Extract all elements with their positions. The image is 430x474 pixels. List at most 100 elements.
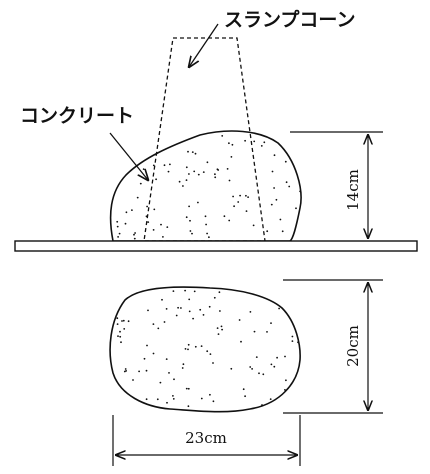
- aggregate-dot: [221, 328, 224, 331]
- aggregate-dot: [146, 205, 149, 208]
- aggregate-dot: [180, 307, 182, 309]
- aggregate-dot: [249, 311, 252, 313]
- aggregate-dot: [247, 196, 250, 199]
- concrete-pile-plan-view: [109, 286, 301, 413]
- aggregate-dot: [125, 370, 127, 372]
- aggregate-dot: [116, 225, 119, 228]
- aggregate-dot: [231, 143, 234, 146]
- aggregate-dot: [299, 190, 301, 193]
- aggregate-dot: [124, 368, 127, 370]
- aggregate-dot: [185, 216, 188, 219]
- aggregate-dot: [191, 151, 194, 154]
- aggregate-dot: [184, 289, 187, 292]
- aggregate-dot: [202, 314, 205, 316]
- aggregate-dot: [189, 230, 192, 232]
- aggregate-dot: [273, 187, 275, 189]
- aggregate-dot: [120, 341, 122, 344]
- aggregate-dot: [116, 220, 119, 223]
- aggregate-dot: [230, 367, 233, 370]
- height-label: 14cm: [344, 169, 362, 211]
- aggregate-dot: [155, 178, 158, 181]
- aggregate-dot: [124, 222, 127, 225]
- depth-label: 20cm: [344, 325, 362, 367]
- aggregate-dot: [127, 320, 130, 323]
- aggregate-dot: [244, 395, 247, 398]
- aggregate-dot: [133, 237, 136, 240]
- aggregate-dot: [153, 208, 156, 211]
- aggregate-dot: [245, 194, 247, 197]
- cone-leader-arrow: [189, 23, 219, 67]
- aggregate-dot: [261, 404, 263, 406]
- aggregate-dot: [262, 373, 265, 376]
- aggregate-dot: [172, 290, 175, 292]
- aggregate-dot: [213, 296, 216, 299]
- aggregate-dot: [291, 340, 294, 342]
- aggregate-dot: [219, 310, 221, 312]
- aggregate-dot: [297, 341, 299, 344]
- aggregate-dot: [221, 135, 224, 137]
- concrete-label: コンクリート: [20, 105, 134, 127]
- aggregate-dot: [161, 298, 163, 301]
- aggregate-dot: [178, 180, 181, 183]
- aggregate-dot: [147, 221, 150, 224]
- aggregate-dot: [226, 168, 229, 170]
- aggregate-dot: [167, 170, 170, 173]
- aggregate-dot: [252, 224, 255, 227]
- aggregate-dot: [263, 141, 266, 144]
- aggregate-dot: [285, 181, 288, 184]
- aggregate-dot: [117, 335, 119, 337]
- aggregate-dot: [168, 372, 170, 374]
- aggregate-dot: [291, 335, 294, 338]
- aggregate-dot: [152, 352, 155, 355]
- aggregate-dot: [270, 363, 273, 366]
- aggregate-dot: [212, 400, 215, 403]
- aggregate-dot: [197, 173, 200, 176]
- aggregate-dot: [136, 196, 139, 199]
- aggregate-dot: [216, 327, 219, 329]
- aggregate-dot: [200, 345, 203, 347]
- aggregate-dot: [295, 207, 297, 210]
- aggregate-dot: [202, 171, 205, 174]
- aggregate-dot: [228, 219, 231, 222]
- aggregate-dot: [238, 319, 241, 321]
- aggregate-dot: [269, 398, 272, 400]
- aggregate-dot: [185, 179, 188, 182]
- aggregate-dot: [281, 230, 284, 233]
- aggregate-dot: [163, 164, 166, 167]
- aggregate-dot: [172, 395, 174, 397]
- aggregate-dot: [193, 290, 196, 293]
- aggregate-dot: [187, 348, 189, 351]
- aggregate-dot: [208, 236, 210, 239]
- aggregate-dot: [166, 226, 169, 229]
- aggregate-dot: [185, 387, 188, 390]
- aggregate-dot: [209, 353, 212, 355]
- aggregate-dot: [172, 398, 175, 400]
- aggregate-dot: [169, 163, 171, 166]
- aggregate-dot: [275, 198, 278, 201]
- aggregate-dot: [181, 367, 184, 369]
- aggregate-dot: [204, 215, 207, 218]
- aggregate-dot: [185, 166, 188, 169]
- aggregate-dot: [206, 161, 209, 164]
- aggregate-dot: [253, 330, 256, 333]
- aggregate-dot: [145, 369, 148, 372]
- aggregate-dot: [260, 145, 263, 147]
- aggregate-dot: [156, 398, 159, 401]
- aggregate-dot: [177, 306, 180, 309]
- aggregate-dot: [116, 317, 119, 320]
- aggregate-dot: [182, 185, 184, 187]
- aggregate-dot: [208, 305, 211, 308]
- aggregate-dot: [209, 393, 211, 396]
- aggregate-dot: [117, 236, 119, 238]
- aggregate-dot: [240, 340, 242, 343]
- aggregate-dot: [194, 152, 197, 155]
- aggregate-dot: [187, 150, 189, 153]
- aggregate-dot: [266, 230, 269, 233]
- aggregate-dot: [187, 387, 190, 390]
- aggregate-dot: [266, 331, 268, 333]
- aggregate-dot: [188, 173, 190, 175]
- aggregate-dot: [131, 209, 133, 212]
- aggregate-dot: [273, 154, 276, 157]
- aggregate-dot: [245, 210, 248, 213]
